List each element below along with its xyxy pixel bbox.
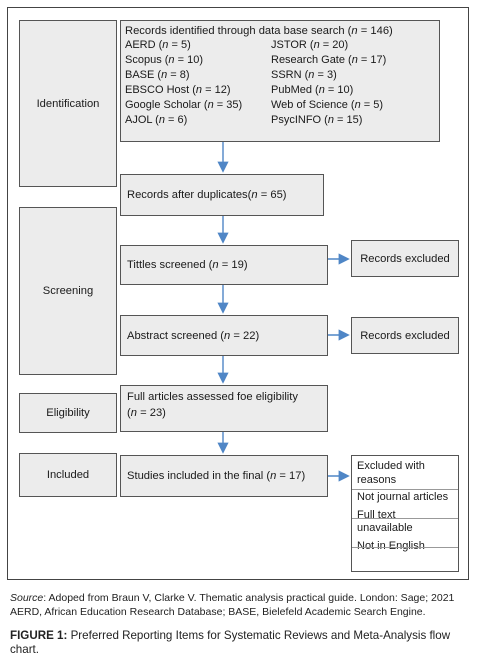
full-articles-line-2: (n = 23) — [127, 407, 166, 419]
records-excluded-text: Records excluded — [360, 252, 450, 265]
reason-divider — [352, 489, 458, 490]
caption-text: Preferred Reporting Items for Systematic… — [10, 629, 451, 656]
records-identified-box: Records identified through data base sea… — [120, 20, 440, 142]
excluded-reason-heading: Excluded with reasons — [357, 460, 425, 486]
source-item: SSRN (n = 3) — [271, 69, 337, 81]
reason-divider — [352, 547, 458, 548]
stage-screening: Screening — [19, 207, 117, 375]
full-articles-box: Full articles assessed foe eligibility (… — [120, 385, 328, 432]
figure-caption: FIGURE 1: Preferred Reporting Items for … — [10, 629, 480, 657]
source-item: Research Gate (n = 17) — [271, 54, 387, 66]
source-item: Google Scholar (n = 35) — [125, 99, 243, 111]
source-item: AJOL (n = 6) — [125, 114, 188, 126]
records-identified-title: Records identified through data base sea… — [125, 25, 393, 37]
flow-chart-frame — [7, 7, 469, 580]
stage-eligibility: Eligibility — [19, 393, 117, 433]
stage-included: Included — [19, 453, 117, 497]
titles-screened-box: Tittles screened (n = 19) — [120, 245, 328, 285]
stage-eligibility-label: Eligibility — [46, 407, 90, 419]
abstract-screened-box: Abstract screened (n = 22) — [120, 315, 328, 356]
source-item: AERD (n = 5) — [125, 39, 191, 51]
titles-screened-text: Tittles screened (n = 19) — [127, 259, 248, 271]
source-item: PsycINFO (n = 15) — [271, 114, 363, 126]
records-excluded-box-1: Records excluded — [351, 240, 459, 277]
source-item: BASE (n = 8) — [125, 69, 190, 81]
source-item: PubMed (n = 10) — [271, 84, 354, 96]
stage-screening-label: Screening — [42, 285, 94, 297]
stage-identification: Identification — [19, 20, 117, 187]
records-excluded-text: Records excluded — [360, 329, 450, 342]
records-excluded-box-2: Records excluded — [351, 317, 459, 354]
after-duplicates-text: Records after duplicates(n = 65) — [127, 189, 287, 201]
studies-included-text: Studies included in the final (n = 17) — [127, 470, 306, 482]
stage-identification-label: Identification — [36, 97, 100, 110]
reason-divider — [352, 518, 458, 519]
caption-label: FIGURE 1: — [10, 629, 68, 642]
full-articles-line-1: Full articles assessed foe eligibility — [127, 391, 298, 403]
source-item: JSTOR (n = 20) — [271, 39, 349, 51]
excluded-reason-item: Not journal articles — [357, 491, 449, 503]
excluded-reason-item: Not in English — [357, 539, 425, 552]
source-item: Web of Science (n = 5) — [271, 99, 384, 111]
source-item: EBSCO Host (n = 12) — [125, 84, 231, 96]
after-duplicates-box: Records after duplicates(n = 65) — [120, 174, 324, 216]
source-note: Source: Adoped from Braun V, Clarke V. T… — [10, 592, 455, 618]
studies-included-box: Studies included in the final (n = 17) — [120, 455, 328, 497]
excluded-reason-item: Full text unavailable — [357, 508, 413, 535]
source-item: Scopus (n = 10) — [125, 54, 203, 66]
stage-included-label: Included — [46, 469, 90, 481]
abstract-screened-text: Abstract screened (n = 22) — [127, 329, 260, 342]
excluded-reasons-box: Excluded with reasons Not journal articl… — [351, 455, 459, 572]
